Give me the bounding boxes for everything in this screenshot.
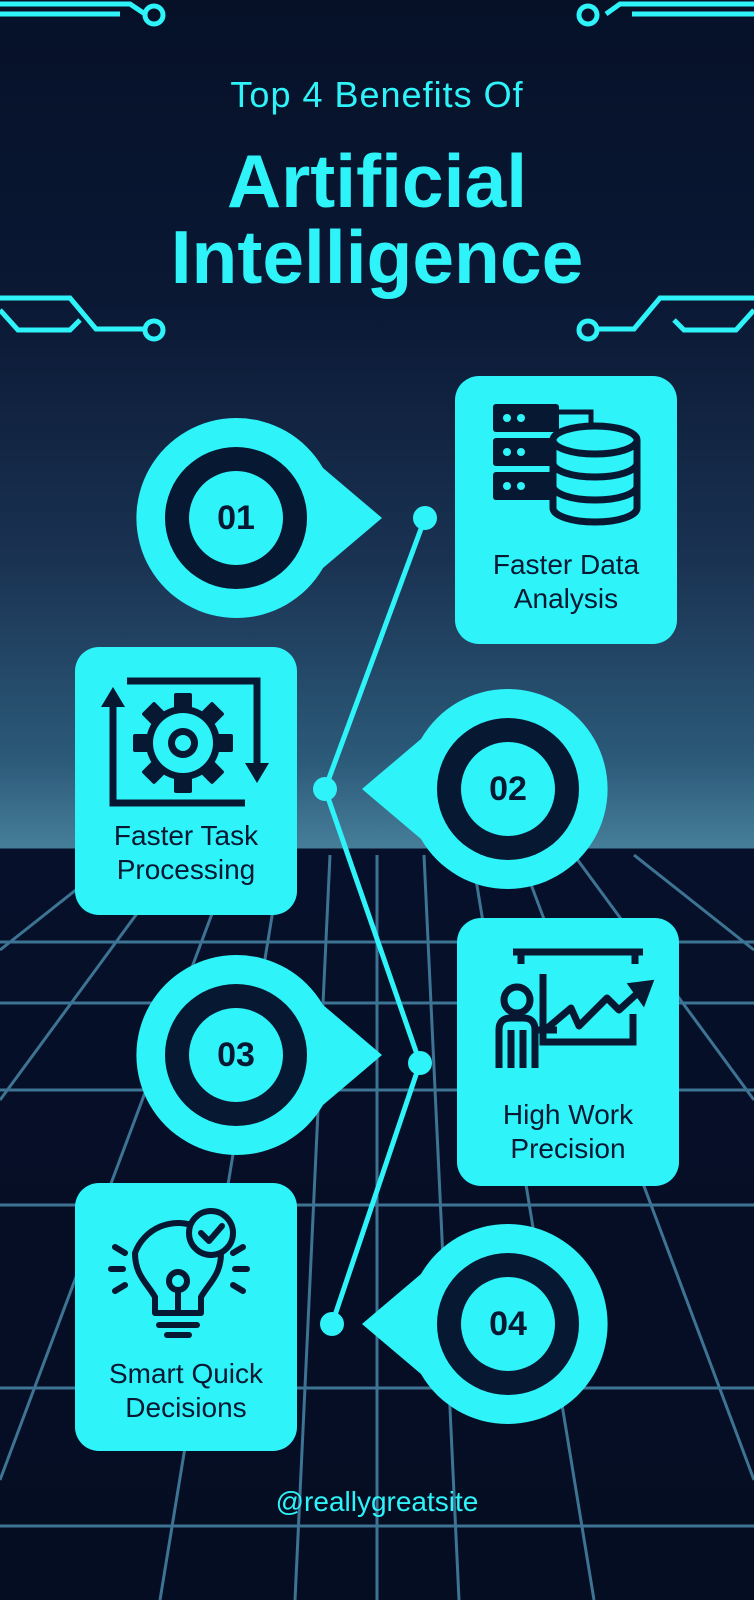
timeline-connector: [322, 517, 428, 1325]
gear-cycle-icon: [101, 677, 269, 807]
lightbulb-check-icon: [108, 1208, 250, 1338]
benefit-number-04: 04: [489, 1305, 527, 1343]
benefit-label-03: High Work Precision: [457, 1098, 679, 1166]
benefit-number-03: 03: [217, 1036, 255, 1074]
benefit-label-02-line1: Faster Task: [113, 820, 259, 851]
pin-03: [136, 954, 382, 1155]
benefit-card-01: Faster Data Analysis: [455, 376, 677, 644]
benefit-number-01: 01: [217, 499, 255, 537]
presentation-chart-icon: [495, 948, 655, 1068]
database-server-icon: [493, 404, 641, 526]
timeline-dots: [313, 506, 437, 1336]
benefit-label-04-line2: Decisions: [125, 1392, 247, 1423]
benefit-label-01-line2: Analysis: [513, 583, 619, 614]
benefit-card-03: High Work Precision: [457, 918, 679, 1186]
pin-01: [136, 417, 382, 618]
benefit-label-01: Faster Data Analysis: [455, 548, 677, 616]
benefit-label-03-line1: High Work: [502, 1099, 634, 1130]
benefit-label-01-line1: Faster Data: [492, 549, 640, 580]
header-title-line1: Artificial: [226, 139, 528, 223]
benefit-label-04: Smart Quick Decisions: [75, 1357, 297, 1425]
header-subtitle: Top 4 Benefits Of: [230, 74, 524, 115]
benefit-card-02: Faster Task Processing: [75, 647, 297, 915]
circuit-decoration: [0, 1, 754, 342]
benefit-label-04-line1: Smart Quick: [108, 1358, 264, 1389]
benefit-card-04: Smart Quick Decisions: [75, 1183, 297, 1451]
benefit-number-02: 02: [489, 770, 527, 808]
footer-handle: @reallygreatsite: [275, 1486, 479, 1517]
header-title-line2: Intelligence: [170, 215, 584, 299]
pin-04: [362, 1223, 608, 1424]
benefit-label-03-line2: Precision: [510, 1133, 626, 1164]
header-title: Artificial Intelligence: [0, 143, 754, 295]
benefit-label-02-line2: Processing: [116, 854, 256, 885]
benefit-label-02: Faster Task Processing: [75, 819, 297, 887]
pin-02: [362, 688, 608, 889]
